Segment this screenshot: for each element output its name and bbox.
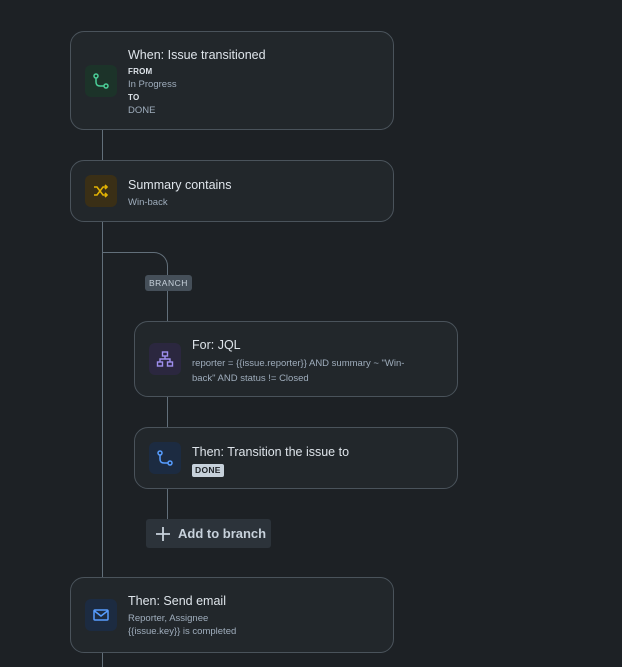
send-email-title: Then: Send email <box>128 594 226 608</box>
email-body: {{issue.key}} is completed <box>128 626 237 637</box>
to-value: DONE <box>128 105 156 116</box>
condition-value: Win-back <box>128 197 168 208</box>
transition-action-title: Then: Transition the issue to <box>192 445 350 459</box>
shuffle-icon <box>94 184 109 198</box>
branch-tag: BRANCH <box>145 275 192 291</box>
add-to-branch-label: Add to branch <box>178 526 267 541</box>
trigger-card[interactable]: When: Issue transitioned FROM In Progres… <box>70 31 394 130</box>
transition-icon <box>93 72 109 89</box>
email-icon-box <box>85 599 117 631</box>
condition-title: Summary contains <box>128 178 232 192</box>
plus-icon <box>156 526 170 541</box>
for-jql-title: For: JQL <box>192 338 241 352</box>
branch-curve <box>102 252 168 272</box>
for-jql-card[interactable]: For: JQL reporter = {{issue.reporter}} A… <box>134 321 458 397</box>
hierarchy-icon <box>156 351 174 367</box>
from-label: FROM <box>128 67 153 76</box>
condition-icon-box <box>85 175 117 207</box>
add-to-branch-button[interactable]: Add to branch <box>146 519 271 548</box>
connector-main-2 <box>102 222 103 578</box>
for-jql-query: reporter = {{issue.reporter}} AND summar… <box>192 358 405 384</box>
send-email-card[interactable]: Then: Send email Reporter, Assignee {{is… <box>70 577 394 653</box>
connector-branch-2 <box>167 397 168 428</box>
status-badge: DONE <box>192 464 224 477</box>
transition-icon <box>157 450 173 466</box>
connector-branch-3 <box>167 489 168 520</box>
transition-icon-box <box>149 442 181 474</box>
condition-card[interactable]: Summary contains Win-back <box>70 160 394 222</box>
mail-icon <box>93 609 109 621</box>
email-recipients: Reporter, Assignee <box>128 613 209 624</box>
trigger-title: When: Issue transitioned <box>128 48 266 62</box>
connector-main-3 <box>102 653 103 667</box>
connector-main-1 <box>102 130 103 161</box>
transition-action-card[interactable]: Then: Transition the issue to DONE <box>134 427 458 489</box>
to-label: TO <box>128 93 140 102</box>
for-jql-icon-box <box>149 343 181 375</box>
from-value: In Progress <box>128 79 177 90</box>
trigger-icon-box <box>85 64 117 97</box>
connector-branch-1 <box>167 272 168 322</box>
